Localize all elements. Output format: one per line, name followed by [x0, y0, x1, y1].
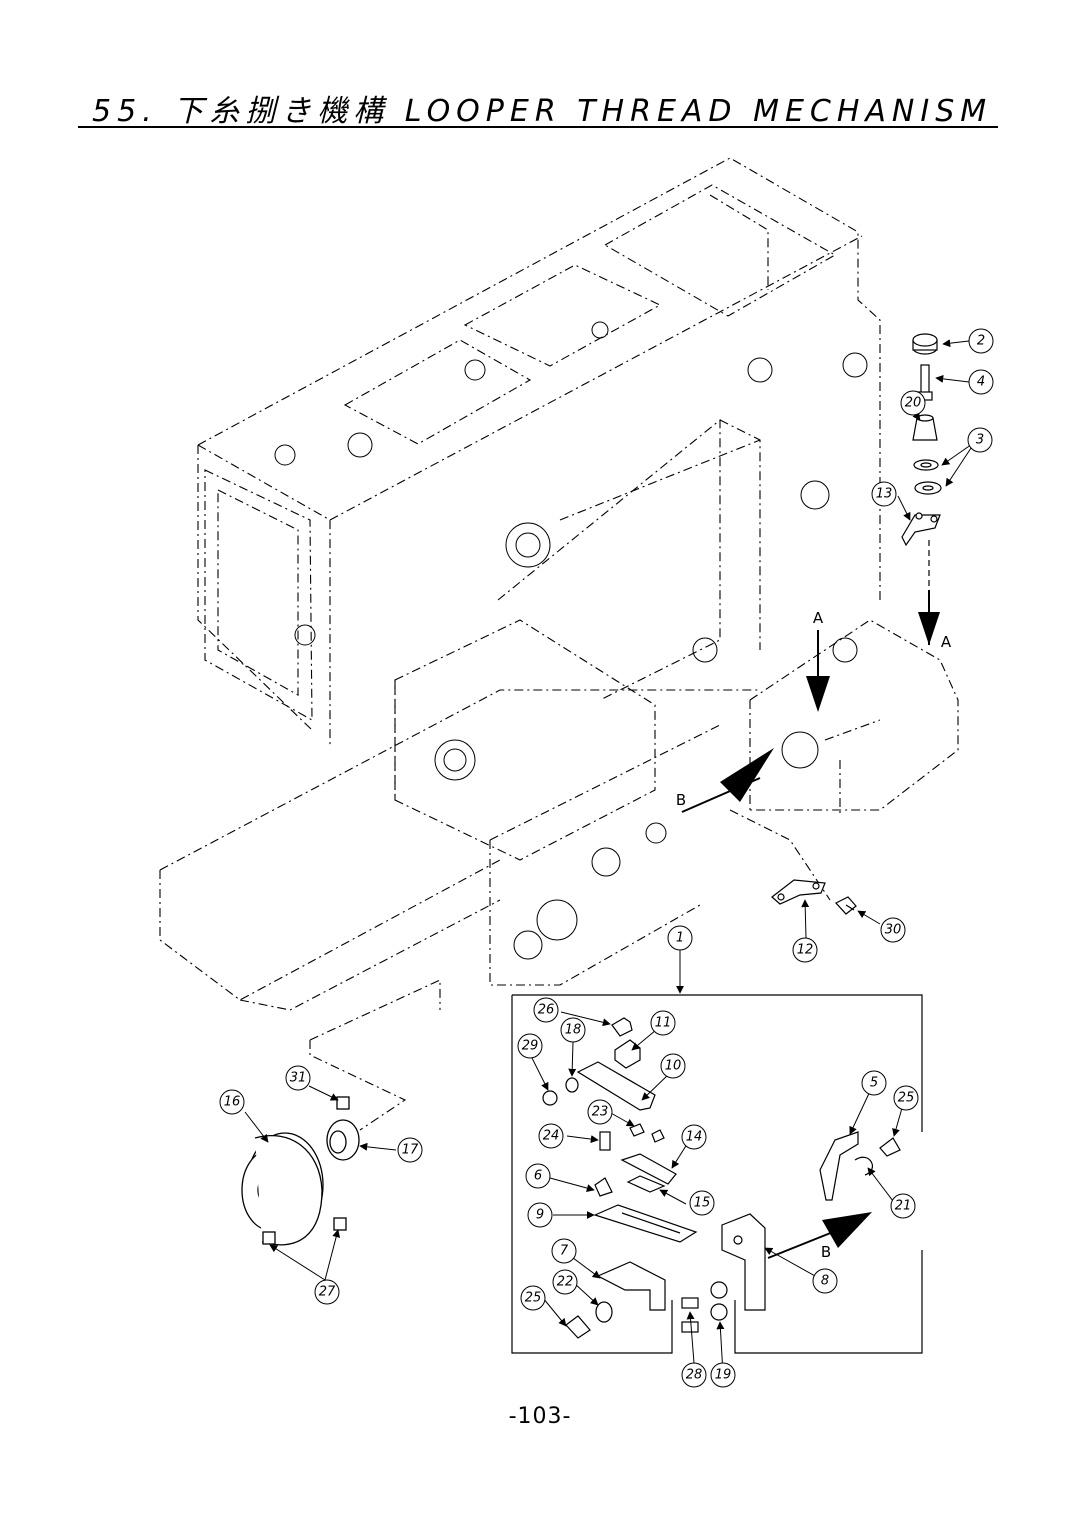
view-marker-a-frame: A [813, 609, 824, 627]
callout-label-11: 11 [655, 1016, 672, 1031]
callout-label-6: 6 [534, 1169, 542, 1184]
callout-label-28: 28 [686, 1368, 703, 1383]
page-title: 55. 下糸捌き機構 LOOPER THREAD MECHANISM [92, 94, 993, 129]
callout-label-29: 29 [522, 1039, 539, 1054]
callout-label-18: 18 [565, 1023, 582, 1038]
arrow-b-head-frame [720, 748, 774, 802]
callout-label-17: 17 [402, 1143, 419, 1158]
callout-label-15: 15 [694, 1196, 711, 1211]
callout-label-1: 1 [676, 931, 684, 946]
callout-label-4: 4 [977, 375, 985, 390]
tension-assembly [901, 333, 942, 547]
frame-holes [274, 321, 868, 960]
callout-label-25: 25 [898, 1091, 915, 1106]
machine-frame [159, 157, 959, 1131]
bracket-12 [771, 879, 857, 915]
callout-label-22: 22 [557, 1275, 574, 1290]
callout-label-26: 26 [538, 1003, 555, 1018]
view-marker-b-inset: B [821, 1243, 831, 1261]
callout-label-23: 23 [592, 1105, 609, 1120]
callout-label-31: 31 [290, 1071, 307, 1086]
callout-label-13: 13 [876, 487, 893, 502]
callout-label-30: 30 [885, 923, 902, 938]
callout-label-20: 20 [905, 396, 922, 411]
callout-label-27: 27 [319, 1285, 336, 1300]
callout-label-14: 14 [686, 1130, 703, 1145]
inset-assembly-frame [511, 994, 923, 1354]
callout-label-25-lower: 25 [525, 1291, 542, 1306]
callout-label-24: 24 [543, 1129, 560, 1144]
callout-label-16: 16 [224, 1095, 241, 1110]
arrow-a-head-right [918, 612, 940, 645]
callout-label-2: 2 [977, 334, 985, 349]
title-underline [78, 126, 998, 128]
callout-label-8: 8 [821, 1274, 829, 1289]
callout-label-19: 19 [715, 1368, 732, 1383]
view-marker-a-right: A [941, 633, 952, 651]
callout-label-7: 7 [560, 1244, 569, 1259]
pulley-assembly [241, 1096, 360, 1246]
arrow-a-head-frame [806, 676, 830, 712]
view-marker-b-frame: B [676, 791, 686, 809]
callout-label-9: 9 [536, 1208, 544, 1223]
inset-parts [542, 1017, 901, 1339]
callout-label-12: 12 [797, 943, 814, 958]
callout-label-10: 10 [665, 1059, 682, 1074]
callout-bubbles [219, 328, 994, 1388]
page-number: -103- [508, 1404, 572, 1429]
callout-label-5: 5 [870, 1076, 878, 1091]
callout-label-3: 3 [976, 433, 984, 448]
arrow-b-head-inset [822, 1212, 872, 1248]
callout-label-21: 21 [895, 1199, 912, 1214]
